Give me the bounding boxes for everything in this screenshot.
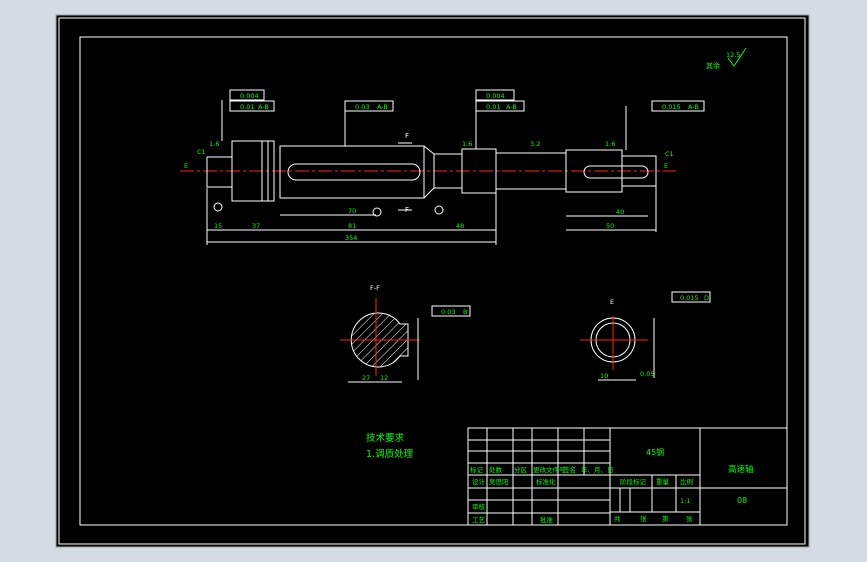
tb-hdr-3: 更改文件号: [533, 465, 566, 474]
label-f-top: F: [405, 132, 409, 140]
sheet-background: [55, 14, 810, 548]
dim-d2: 37: [252, 222, 260, 230]
tol-key-sym-ref: A-B: [377, 103, 388, 111]
roughness-symbol: 12.5 其余: [706, 47, 747, 70]
shaft-segment-3: [279, 145, 425, 199]
datum-marker-a: [213, 202, 223, 212]
tb-hdr-2: 分区: [514, 465, 528, 474]
section-f-title: F-F: [370, 284, 380, 292]
section-e-title: E: [610, 298, 614, 306]
tb-hdr-0: 标记: [470, 465, 484, 474]
tol-mid-cyl: 0.004: [486, 92, 505, 100]
tol-mid-run-ref: A-B: [506, 103, 517, 111]
tb-hdr-1: 处数: [489, 465, 503, 474]
label-f-bottom: F: [405, 206, 409, 214]
tb-sheet-3: 张: [686, 514, 693, 523]
tb-design: 设计: [472, 477, 486, 486]
tol-key-sym: 0.03: [355, 103, 369, 111]
dim-right-key: 40: [616, 208, 624, 216]
sec-f-width: 27: [362, 374, 370, 382]
tb-hdr-4: 签名: [563, 465, 576, 474]
dim-total: 354: [345, 234, 357, 242]
sec-e-b: 0.05: [640, 370, 654, 378]
dim-c1-left: C1: [197, 148, 206, 156]
label-e-left: E: [184, 162, 188, 170]
section-e-view: [580, 291, 711, 381]
tb-stage: 阶段标记: [620, 477, 647, 486]
label-e-right: E: [664, 162, 668, 170]
tb-approve: 批准: [540, 515, 554, 524]
keyway-slot: [287, 163, 421, 181]
main-view: [180, 89, 705, 245]
dim-r3: 1.6: [605, 140, 615, 148]
notes-item-1: 1.调质处理: [366, 448, 414, 460]
tol-mid-run: 0.01: [486, 103, 500, 111]
dim-key-len: 70: [348, 207, 356, 215]
dim-d3: 81: [348, 222, 356, 230]
tol-right-run: 0.015: [662, 103, 681, 111]
roughness-label: 其余: [706, 61, 720, 70]
tb-design-name: 吴思阳: [489, 477, 509, 486]
right-keyway: [583, 165, 649, 179]
tb-material: 45钢: [646, 447, 664, 457]
tol-left-cyl: 0.004: [240, 92, 259, 100]
tb-hdr-5: 年、月、日: [581, 465, 614, 474]
sec-f-b: 12: [380, 374, 388, 382]
title-block: [467, 427, 788, 526]
sec-e-tol: 0.015: [680, 294, 699, 302]
notes-heading: 技术要求: [366, 432, 405, 444]
tb-process: 工艺: [472, 516, 486, 524]
datum-marker-c: [434, 205, 444, 215]
tb-scale: 1:1: [680, 497, 690, 505]
dim-r4: 3.2: [530, 140, 540, 148]
dim-c1-right: C1: [665, 150, 674, 158]
tol-left-run: 0.01: [240, 103, 254, 111]
tb-sheet-2: 第: [662, 514, 669, 523]
sec-f-tol-ref: B: [463, 308, 467, 316]
dim-r2: 1.6: [462, 140, 472, 148]
sec-e-tol-ref: D: [704, 294, 709, 302]
tb-ratio: 比例: [680, 477, 693, 486]
section-f-view: [340, 298, 471, 383]
dim-d4: 48: [456, 222, 464, 230]
shaft-segment-2: [231, 140, 275, 202]
sec-f-tol: 0.03: [441, 308, 455, 316]
tol-left-run-ref: A-B: [258, 103, 269, 111]
tol-right-run-ref: A-B: [688, 103, 699, 111]
tb-sheet-0: 共: [614, 514, 621, 523]
sec-e-width: 10: [600, 372, 608, 380]
tb-sheet-1: 张: [640, 514, 647, 523]
dim-r1: 1.6: [209, 140, 219, 148]
tb-drawing-no: 08: [737, 496, 747, 505]
tb-audit: 审核: [472, 502, 486, 511]
outer-border: [58, 17, 806, 545]
datum-marker-b: [372, 207, 382, 217]
dim-d1: 15: [214, 222, 222, 230]
tb-standard: 标准化: [536, 477, 556, 486]
roughness-value: 12.5: [726, 51, 740, 59]
shaft-segment-8: [621, 155, 657, 187]
dim-d5: 50: [606, 222, 614, 230]
inner-border: [79, 36, 788, 526]
tb-part-name: 高速轴: [728, 464, 754, 475]
tb-weight: 重量: [656, 478, 670, 486]
